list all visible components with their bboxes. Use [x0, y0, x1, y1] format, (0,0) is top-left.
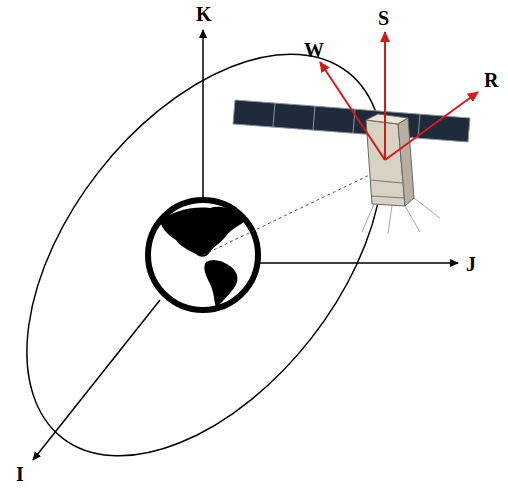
axis-label: S	[378, 8, 389, 28]
axis-label: R	[484, 70, 498, 90]
i-axis	[33, 300, 160, 460]
axis-label: K	[196, 4, 212, 24]
radius-line	[203, 170, 380, 255]
r-vector	[385, 92, 478, 160]
axis-label: I	[16, 464, 24, 484]
axis-label: J	[466, 254, 476, 274]
w-vector	[320, 62, 385, 160]
s-vector	[384, 32, 386, 160]
orbit-ellipse	[0, 0, 454, 490]
axis-label: W	[304, 40, 324, 60]
j-axis	[255, 262, 458, 264]
k-axis	[202, 30, 204, 200]
satellite	[233, 100, 470, 234]
